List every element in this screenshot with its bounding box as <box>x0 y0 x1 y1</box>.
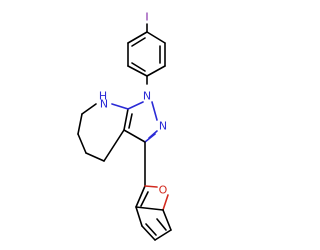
iodophenyl-ring <box>127 23 166 77</box>
pyrazole-ring <box>123 101 158 143</box>
iodine-label: I <box>145 11 148 24</box>
azepane-ring <box>77 103 129 162</box>
bond <box>135 206 143 227</box>
bond <box>127 65 148 77</box>
bond <box>123 129 146 143</box>
n2-label: N <box>159 120 167 133</box>
n1-label: N <box>143 90 151 103</box>
bond <box>146 65 166 77</box>
bond <box>77 113 83 135</box>
bond <box>162 209 172 231</box>
oxygen-label: O <box>159 184 168 197</box>
nh-nitrogen-label: N <box>100 98 108 111</box>
molecule-drawing: I H N N N O <box>77 11 172 241</box>
bond <box>135 185 146 208</box>
nh-label: H <box>99 90 107 103</box>
bond <box>127 31 148 44</box>
bond <box>140 191 149 207</box>
bond <box>127 101 144 110</box>
bond <box>131 62 146 72</box>
bond <box>145 223 157 236</box>
benzofuran-ring <box>135 185 172 241</box>
bond <box>162 194 169 211</box>
bond <box>151 101 158 121</box>
bond <box>111 103 129 110</box>
bond <box>148 130 158 139</box>
bond <box>81 103 97 115</box>
bond <box>144 185 158 188</box>
bond <box>85 152 105 162</box>
bond <box>146 31 166 44</box>
bond <box>123 108 129 131</box>
bond <box>77 133 87 154</box>
bond <box>131 37 146 47</box>
bond <box>103 129 125 162</box>
bond <box>156 218 167 231</box>
bond <box>135 206 164 211</box>
bond <box>154 229 172 241</box>
bond <box>128 113 133 129</box>
bond <box>141 225 156 241</box>
structure-canvas: I H N N N O <box>77 11 172 241</box>
